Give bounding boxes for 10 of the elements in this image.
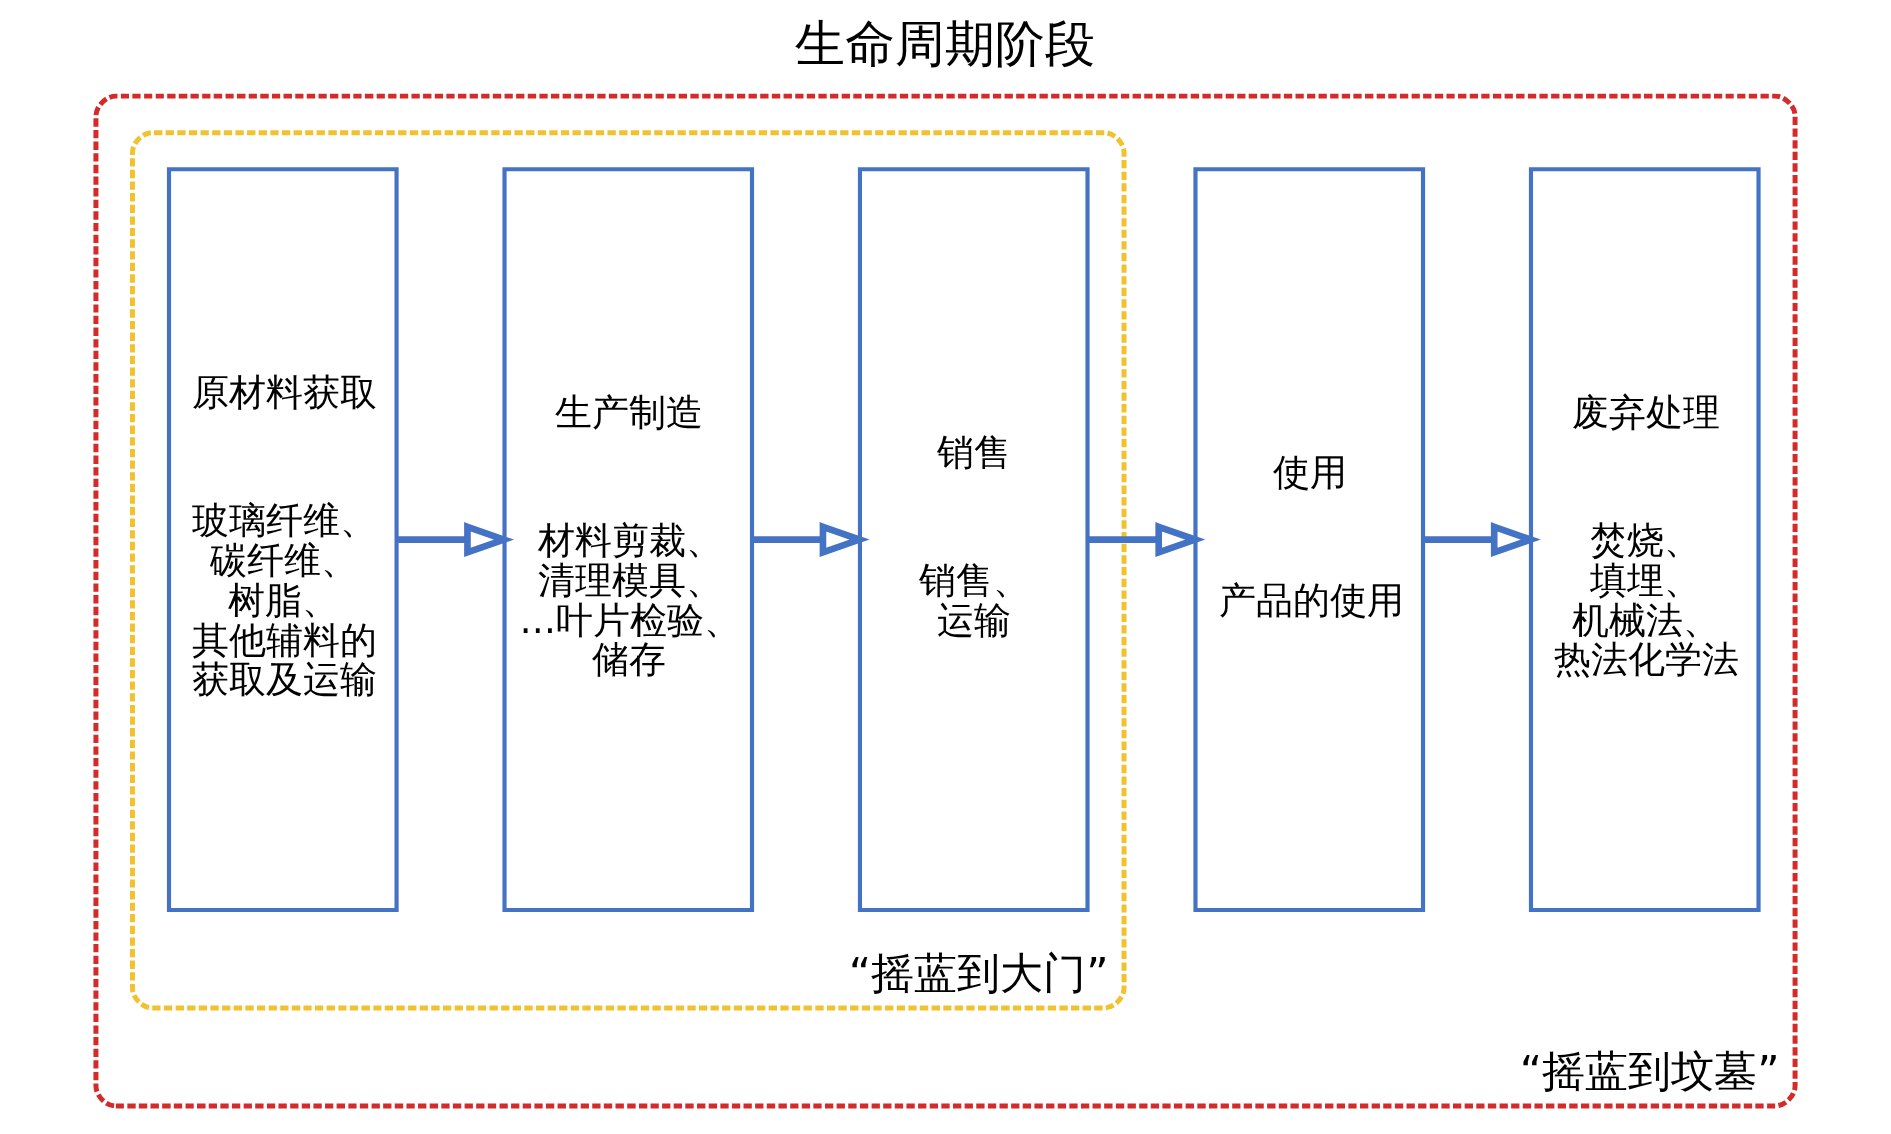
node-box: 原材料获取 玻璃纤维、碳纤维、树脂、其他辅料的获取及运输	[166, 167, 399, 913]
arrow	[1087, 522, 1206, 558]
node-box: 使用 产品的使用	[1193, 167, 1426, 913]
arrow	[752, 522, 870, 558]
arrow	[396, 522, 515, 558]
node-box: 生产制造 材料剪裁、清理模具、…叶片检验、储存	[502, 167, 755, 913]
node-box: 销售 销售、运输	[857, 167, 1090, 913]
arrow	[1423, 522, 1541, 558]
diagram-title: 生命周期阶段	[795, 15, 1096, 74]
node-box: 废弃处理 焚烧、填埋、机械法、热法化学法	[1528, 167, 1761, 913]
